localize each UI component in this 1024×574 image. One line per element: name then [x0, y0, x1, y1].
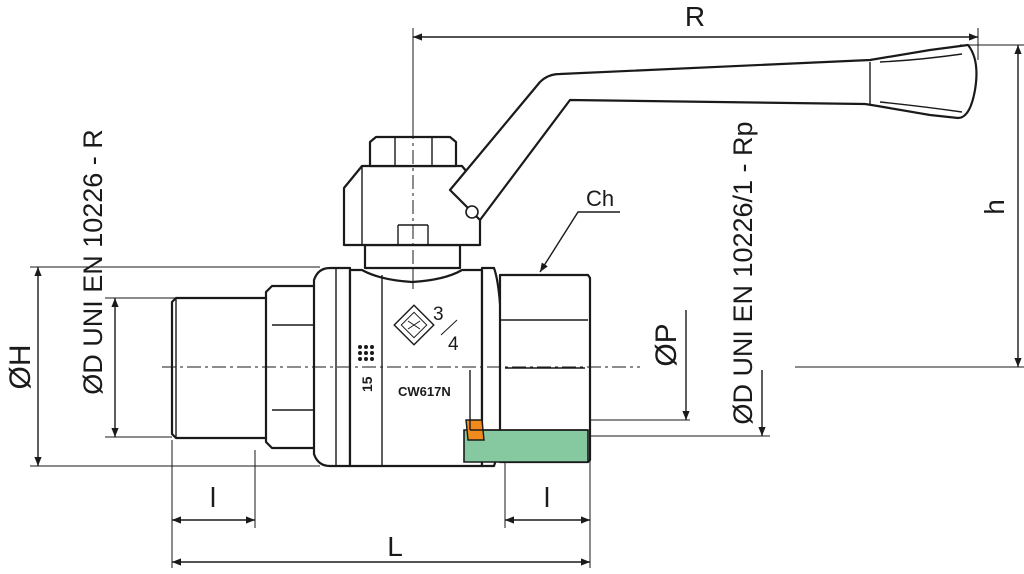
label-l-left: l — [210, 482, 216, 513]
pressure-dots — [358, 345, 374, 361]
lever-handle — [448, 43, 978, 222]
valve-body — [170, 266, 592, 468]
label-h: h — [979, 199, 1010, 215]
label-OP: ØP — [650, 323, 683, 366]
label-OH: ØH — [4, 345, 37, 390]
manufacturer-logo — [393, 304, 435, 346]
dimension-labels: R h Ch ØH ØD UNI EN 10226 - R ØP ØD UNI … — [4, 1, 1010, 562]
label-OD-R: ØD UNI EN 10226 - R — [78, 129, 108, 395]
size-numerator: 3 — [433, 304, 444, 325]
label-l-right: l — [544, 482, 550, 513]
label-L: L — [387, 531, 403, 562]
dimension-lines — [34, 33, 1022, 566]
label-OD-Rp: ØD UNI EN 10226/1 - Rp — [728, 121, 758, 424]
body-markings: 3 4 15 CW617N — [358, 304, 459, 399]
label-Ch: Ch — [586, 186, 614, 211]
label-R: R — [685, 1, 705, 32]
pressure-rating: 15 — [359, 376, 375, 392]
size-denominator: 4 — [448, 334, 459, 355]
material-marking: CW617N — [398, 384, 451, 399]
stem-assembly — [342, 135, 482, 270]
